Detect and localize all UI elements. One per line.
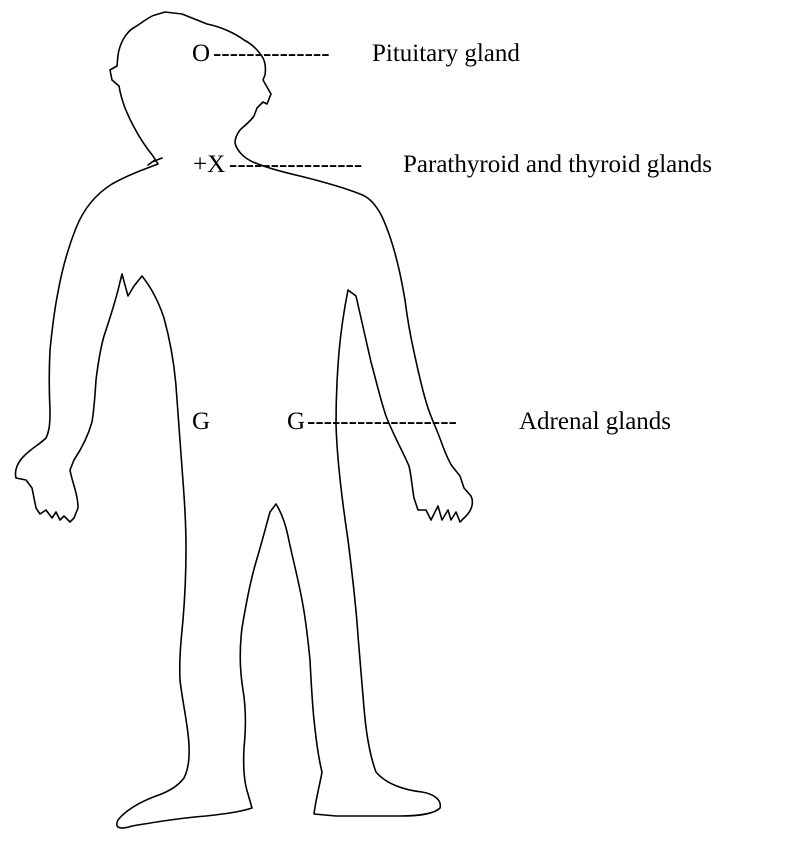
adrenal-annotation: G G ------------------ Adrenal glands — [192, 408, 671, 435]
pituitary-leader-line: -------------- — [213, 40, 330, 67]
adrenal-marker-left: G — [192, 408, 210, 435]
pituitary-label: Pituitary gland — [372, 40, 520, 67]
thyroid-leader-line: ---------------- — [229, 151, 362, 178]
adrenal-leader-line: ------------------ — [307, 408, 457, 435]
thyroid-label: Parathyroid and thyroid glands — [403, 151, 712, 178]
thyroid-marker: +X — [193, 151, 225, 178]
pituitary-annotation: O -------------- Pituitary gland — [192, 40, 520, 67]
adrenal-label: Adrenal glands — [519, 408, 671, 435]
pituitary-marker: O — [192, 40, 210, 67]
adrenal-marker-right: G — [287, 408, 305, 435]
thyroid-annotation: +X ---------------- Parathyroid and thyr… — [193, 151, 712, 178]
